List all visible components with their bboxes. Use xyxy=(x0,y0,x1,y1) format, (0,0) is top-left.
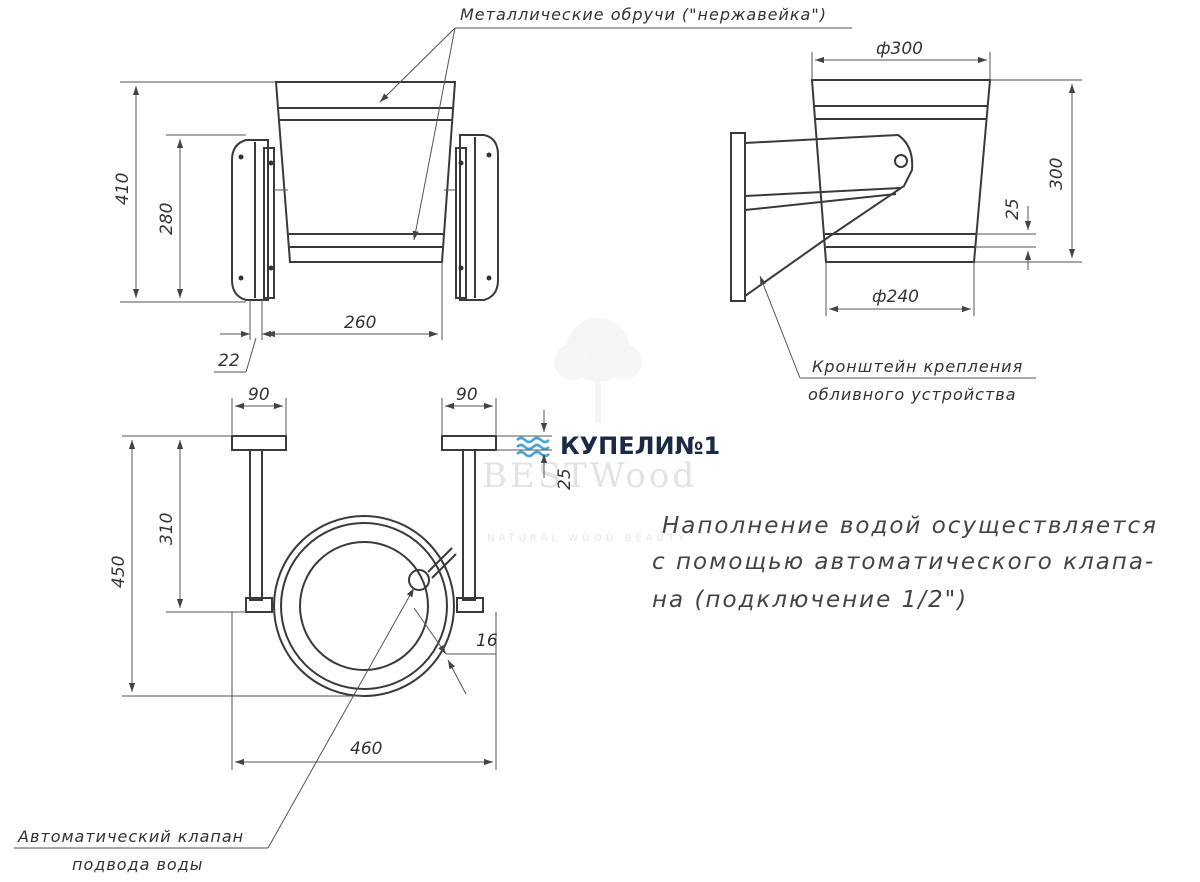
label-bracket-2: обливного устройства xyxy=(808,385,1017,404)
watermark: BESTWood NATURAL WOOD BEAUTY КУПЕЛИ№1 xyxy=(482,318,720,544)
label-valve-1: Автоматический клапан xyxy=(17,827,244,846)
note-line-1: Наполнение водой осуществляется xyxy=(662,513,1158,539)
label-hoops: Металлические обручи ("нержавейка") xyxy=(460,5,827,24)
side-view: ф300 300 25 ф240 xyxy=(730,39,1082,379)
wave-logo-icon xyxy=(516,436,550,458)
dim-410: 410 xyxy=(113,173,133,205)
dim-260: 260 xyxy=(344,313,376,333)
watermark-brand: КУПЕЛИ№1 xyxy=(560,432,720,460)
dim-300: 300 xyxy=(1047,158,1067,190)
plan-view: 90 90 25 450 310 460 16 xyxy=(14,385,575,849)
dim-90-left: 90 xyxy=(248,385,270,405)
note-line-2: с помощью автоматического клапа- xyxy=(652,549,1155,575)
front-view: 410 280 260 22 xyxy=(113,27,852,373)
dim-450: 450 xyxy=(109,556,129,588)
dim-d240: ф240 xyxy=(872,287,919,307)
watermark-sub: BESTWood xyxy=(482,456,697,496)
dim-310: 310 xyxy=(157,513,177,545)
dim-25-side: 25 xyxy=(1003,198,1023,220)
dim-280: 280 xyxy=(157,203,177,235)
dim-d300: ф300 xyxy=(876,39,923,59)
dim-460: 460 xyxy=(350,739,382,759)
label-bracket-1: Кронштейн крепления xyxy=(812,357,1023,376)
note-line-3: на (подключение 1/2") xyxy=(652,587,968,613)
watermark-tag: NATURAL WOOD BEAUTY xyxy=(487,533,688,544)
dim-25-plan: 25 xyxy=(555,468,575,490)
dim-90-right: 90 xyxy=(456,385,478,405)
dim-16: 16 xyxy=(476,631,498,651)
label-valve-2: подвода воды xyxy=(72,855,203,874)
water-fill-note: Наполнение водой осуществляется с помощь… xyxy=(652,513,1158,613)
tree-logo-icon xyxy=(554,318,642,423)
dim-22: 22 xyxy=(218,351,240,371)
